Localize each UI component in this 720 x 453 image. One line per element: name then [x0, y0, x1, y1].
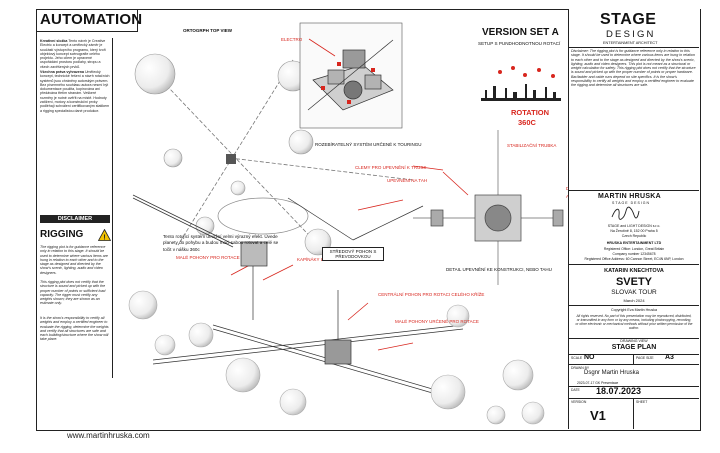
- drawn-by-value: Dsgnr Martin Hruska: [584, 370, 640, 376]
- registered-address: Registered Office Address: 60 Cannon Str…: [584, 257, 684, 261]
- disclaimer-heading: DISCLAIMER: [40, 215, 110, 223]
- sheet-label: SHEET: [636, 400, 648, 404]
- revision-note: 2023-07-17 GK Presentace: [577, 381, 619, 385]
- rope-carabiners-label: KAPÍNÁKY LANA: [297, 257, 333, 262]
- page-size-label: PAGE SIZE: [636, 356, 654, 360]
- rigging-paragraph-3: It is the show's responsibility to certi…: [40, 316, 109, 342]
- title-block: [568, 9, 700, 429]
- tour-date: March 2024: [623, 298, 645, 303]
- title-disclaimer: Disclaimer: The rigging plot is for guid…: [571, 49, 696, 88]
- ortho-label: ORTOGRPH TOP VIEW: [183, 28, 233, 33]
- stage-logo-text: STAGE: [600, 11, 657, 28]
- design-logo-text: DESIGN: [606, 29, 656, 40]
- drawing-view-label: DRAWING VIEW: [620, 339, 648, 343]
- warning-icon: !: [98, 229, 111, 241]
- project-name: SVETY: [615, 276, 653, 288]
- electro-label: ELECTRO: [281, 37, 303, 42]
- creative-paragraph: Kreativní složka Tento návrh je Creative…: [40, 39, 106, 69]
- sheet-title: AUTOMATION: [40, 11, 143, 28]
- client-name: KATARIN KNECHTOVA: [604, 268, 664, 274]
- rigging-paragraph-1: The rigging plot is for guidance referen…: [40, 245, 108, 275]
- version-subtitle: SETUP S PUNDHODNOTNOU ROTACÍ: [478, 41, 561, 46]
- date-value: 18.07.2023: [596, 386, 642, 396]
- version-title: VERSION SET A: [482, 27, 559, 38]
- scale-value: NO: [584, 354, 595, 361]
- small-drives-label-2: MALÉ POHONY URČENÉ PRO ROTACE: [395, 319, 479, 324]
- date-label: DATE: [571, 388, 580, 392]
- rigging-paragraph-2: This rigging plot does not certify that …: [40, 280, 106, 306]
- rights-notice: All rights reserved. No part of this pre…: [575, 314, 693, 330]
- pull-mount-label: UPEVNĚNÍ NA TAH: [387, 178, 428, 183]
- website-link[interactable]: www.martinhruska.com: [67, 431, 150, 440]
- rotation-note: Tento rotující systém umožní velmi výraz…: [163, 234, 279, 252]
- touring-system-label: ROZEBÍRATELNÝ SYSTÉM URČENÉ K TOURINGU: [315, 142, 422, 147]
- side-view-spheres: [128, 290, 545, 425]
- entertainment-architect: ENTERTAINMENT ARCHITECT: [603, 41, 658, 45]
- technical-drawing: [128, 22, 564, 425]
- stage-plan-title: STAGE PLAN: [611, 344, 657, 351]
- company-number: Company number 12345678: [612, 252, 656, 256]
- registered-office: Registered Office: London, Great Britain: [603, 247, 665, 251]
- truss-clamps-label: CLEMY PRO UPEVNĚNÍ K TRUSS: [355, 165, 427, 170]
- studio-name: STAGE and LIGHT DESIGN s.r.o.: [607, 224, 661, 228]
- mount-detail-label: DETAIL UPEVNĚNÍ KE KONSTRUKCI, NEBO TAHU: [446, 267, 552, 272]
- martin-hruska-logo: MARTIN HRUSKA: [598, 193, 662, 200]
- tour-name: SLOVAK TOUR: [611, 289, 657, 296]
- sheet-frame: [36, 9, 701, 431]
- scale-label: SCALE: [571, 356, 583, 360]
- rights-paragraph: Všechna práva vyhrazena Umělecký koncept…: [40, 70, 110, 113]
- version-label: VERSION: [571, 400, 587, 404]
- small-drives-label: MALÉ POHONY PRO ROTACE: [176, 255, 240, 260]
- rotation-label: ROTATION: [511, 108, 550, 117]
- rotation-degrees: 360C: [518, 118, 536, 127]
- center-drive-label: STŘEDOVÝ POHON S PŘEVODOVKOU: [322, 247, 384, 262]
- studio-country: Czech Republic: [621, 234, 647, 238]
- central-drive-label: CENTRÁLNÍ POHON PRO ROTACI CELÉHO KŘÍŽE: [378, 292, 485, 297]
- version-value: V1: [590, 408, 606, 423]
- svg-text:!: !: [103, 234, 105, 241]
- copyright: Copyright Eva Martin Hruska: [611, 308, 657, 312]
- rigging-heading: RIGGING: [40, 229, 84, 240]
- martin-hruska-sub: STAGE DESIGN: [612, 201, 650, 205]
- stabilizer-label: STABILIZAČNÍ TRUBKA: [507, 143, 557, 148]
- page-size-value: A3: [665, 354, 674, 361]
- signature-image: [611, 206, 640, 220]
- studio-address: Na Žerotíně 8, 152 00 Praha 5: [610, 229, 658, 233]
- company-name: HRUSKA ENTERTAINMENT LTD: [606, 241, 662, 245]
- drawn-by-label: DRAWN BY: [571, 366, 590, 370]
